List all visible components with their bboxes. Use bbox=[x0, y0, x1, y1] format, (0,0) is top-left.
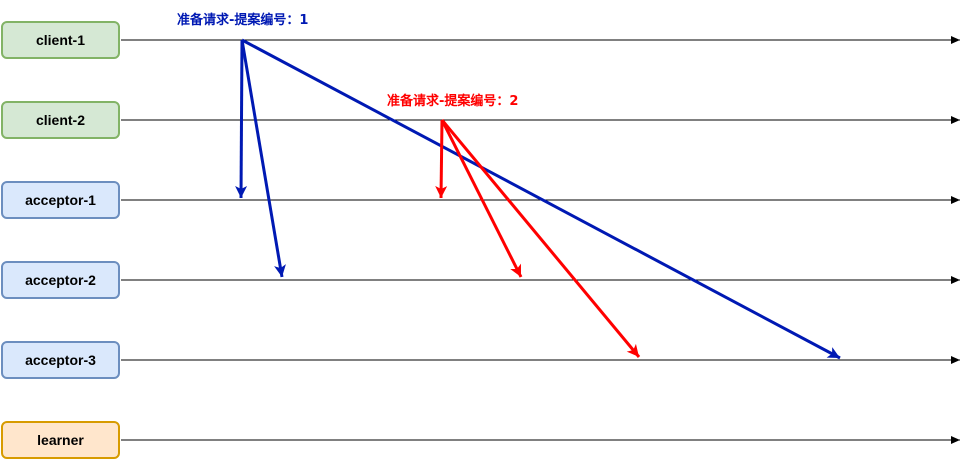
learner-node: learner bbox=[1, 421, 120, 459]
prepare-1-label: 准备请求-提案编号：1 bbox=[177, 12, 308, 28]
prepare-1-arrows bbox=[235, 38, 841, 360]
client-1-label: client-1 bbox=[35, 32, 85, 48]
prepare-2-to-acceptor-1 bbox=[435, 119, 448, 199]
client-1-node: client-1 bbox=[1, 21, 120, 59]
client-2-node: client-2 bbox=[1, 101, 120, 139]
acceptor-3-node: acceptor-3 bbox=[1, 341, 120, 379]
acceptor-2-label: acceptor-2 bbox=[25, 272, 96, 288]
client-2-label: client-2 bbox=[35, 112, 85, 128]
prepare-1-to-acceptor-2 bbox=[240, 39, 286, 278]
acceptor-1-label: acceptor-1 bbox=[25, 192, 96, 208]
prepare-2-arrows bbox=[435, 119, 641, 358]
acceptor-2-node: acceptor-2 bbox=[1, 261, 120, 299]
prepare-2-to-acceptor-3 bbox=[440, 119, 641, 358]
prepare-1-to-acceptor-3 bbox=[241, 38, 841, 360]
acceptor-1-node: acceptor-1 bbox=[1, 181, 120, 219]
prepare-1-to-acceptor-1 bbox=[235, 39, 248, 199]
acceptor-3-label: acceptor-3 bbox=[25, 352, 96, 368]
learner-label: learner bbox=[37, 432, 84, 448]
prepare-2-label: 准备请求-提案编号：2 bbox=[387, 93, 518, 109]
prepare-2-to-acceptor-2 bbox=[440, 119, 523, 278]
